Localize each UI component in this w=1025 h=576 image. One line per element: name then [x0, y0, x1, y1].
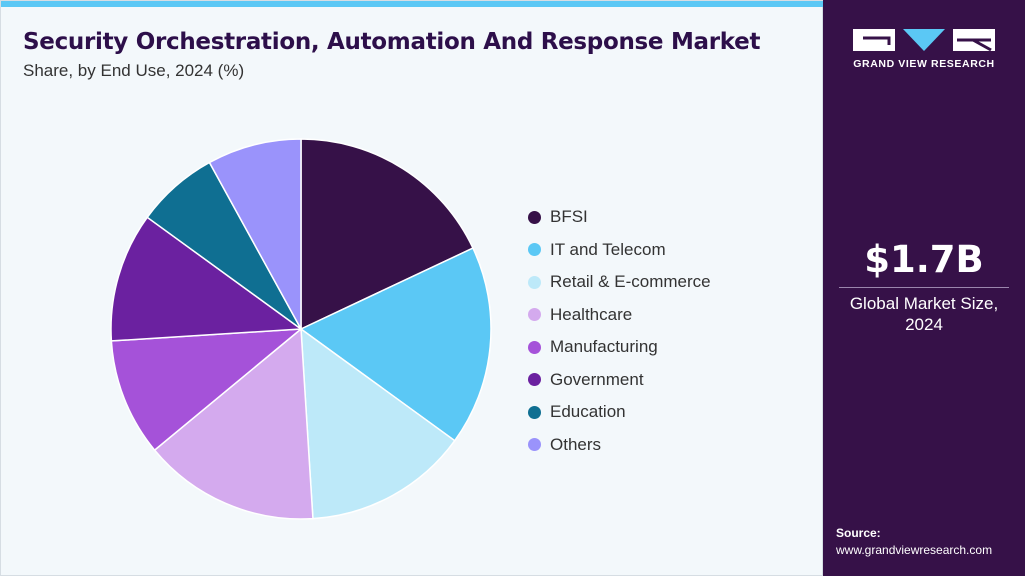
legend-swatch: [528, 275, 541, 289]
legend-label: IT and Telecom: [550, 239, 666, 259]
legend-label: BFSI: [550, 207, 588, 227]
legend-swatch: [528, 243, 541, 257]
pie-slice-4: [110, 328, 304, 452]
pie-chart: [110, 138, 492, 520]
legend-item: IT and Telecom: [528, 234, 711, 267]
legend-label: Retail & E-commerce: [550, 272, 711, 292]
chart-title: Security Orchestration, Automation And R…: [23, 29, 761, 55]
legend-item: Government: [528, 364, 711, 397]
pie-slice-3: [153, 327, 314, 520]
legend-item: Retail & E-commerce: [528, 266, 711, 299]
legend-item: Manufacturing: [528, 331, 711, 364]
legend-label: Education: [550, 402, 626, 422]
legend-item: Others: [528, 429, 711, 462]
legend-label: Healthcare: [550, 304, 633, 324]
legend-item: Healthcare: [528, 299, 711, 332]
pie-slice-1: [299, 247, 492, 442]
source-label: Source:: [836, 526, 881, 540]
source-url: www.grandviewresearch.com: [836, 543, 993, 557]
pie-slice-0: [300, 138, 474, 331]
pie-slice-2: [300, 327, 456, 520]
sidebar: GRAND VIEW RESEARCH $1.7B Global Market …: [823, 0, 1025, 576]
legend-item: Education: [528, 396, 711, 429]
pie-slice-7: [208, 138, 302, 330]
logo-text: GRAND VIEW RESEARCH: [853, 58, 995, 70]
legend-item: BFSI: [528, 201, 711, 234]
chart-subtitle: Share, by End Use, 2024 (%): [23, 61, 245, 80]
divider: [839, 287, 1009, 288]
legend-label: Others: [550, 434, 602, 454]
brand-logo: GRAND VIEW RESEARCH: [853, 28, 995, 70]
pie-slice-5: [110, 216, 304, 342]
top-accent-bar: [1, 1, 824, 7]
legend-swatch: [528, 373, 541, 387]
legend-swatch: [528, 340, 541, 354]
market-size-value: $1.7B: [864, 238, 984, 281]
gvr-logo-icon: [853, 29, 995, 52]
legend-swatch: [528, 210, 541, 224]
legend-swatch: [528, 405, 541, 419]
legend-swatch: [528, 438, 541, 452]
market-size-caption: Global Market Size, 2024: [849, 294, 999, 334]
chart-panel: Security Orchestration, Automation And R…: [0, 0, 824, 576]
legend-label: Government: [550, 369, 644, 389]
legend-label: Manufacturing: [550, 337, 658, 357]
legend-swatch: [528, 308, 541, 322]
